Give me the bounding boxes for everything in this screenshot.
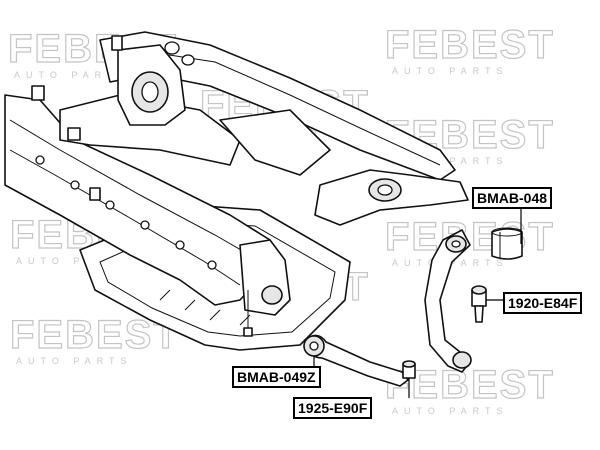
watermark-brand: FEBEST bbox=[385, 215, 555, 259]
watermark: FEBEST AUTO PARTS bbox=[384, 22, 555, 76]
mount-stud bbox=[111, 35, 123, 51]
crossmember-stud bbox=[67, 127, 81, 141]
rail-stud bbox=[31, 85, 45, 101]
rail-hole bbox=[140, 220, 150, 230]
part-label-bmab-048[interactable]: BMAB-048 bbox=[472, 187, 553, 209]
rail-stud bbox=[89, 187, 101, 201]
bushing-bmab-048 bbox=[491, 227, 523, 260]
part-label-1920-e84f[interactable]: 1920-E84F bbox=[503, 292, 583, 314]
rail-hole bbox=[105, 200, 115, 210]
part-code: 1925-E90F bbox=[298, 400, 368, 416]
rail-hole bbox=[35, 155, 45, 165]
mount-hole bbox=[164, 41, 180, 55]
arm-ball-joint-eye bbox=[452, 351, 472, 369]
part-label-1925-e90f[interactable]: 1925-E90F bbox=[293, 397, 373, 419]
rail-hole bbox=[175, 240, 185, 250]
watermark-subtitle: AUTO PARTS bbox=[392, 406, 509, 416]
watermark-subtitle: AUTO PARTS bbox=[392, 66, 509, 76]
center-link-bar bbox=[219, 109, 331, 176]
watermark-subtitle: AUTO PARTS bbox=[16, 256, 133, 266]
subframe-assembly bbox=[4, 31, 469, 351]
watermark: FEBEST AUTO PARTS bbox=[384, 214, 555, 268]
control-arm bbox=[424, 229, 472, 373]
part-code: BMAB-048 bbox=[477, 190, 548, 206]
part-code: 1920-E84F bbox=[508, 295, 578, 311]
part-code: BMAB-049Z bbox=[237, 369, 316, 385]
mount-hole bbox=[181, 54, 195, 66]
ball-joint-1920-e84f bbox=[471, 285, 487, 323]
part-label-bmab-049z[interactable]: BMAB-049Z bbox=[232, 366, 321, 388]
watermark-subtitle: AUTO PARTS bbox=[14, 70, 131, 80]
lower-bushing bbox=[261, 285, 283, 305]
watermark-subtitle: AUTO PARTS bbox=[16, 356, 133, 366]
leader-lines bbox=[313, 205, 522, 398]
watermark-brand: FEBEST bbox=[385, 23, 555, 67]
tension-strut-arm bbox=[303, 334, 416, 387]
rail-hole bbox=[70, 180, 80, 190]
rail-hole bbox=[207, 260, 217, 270]
